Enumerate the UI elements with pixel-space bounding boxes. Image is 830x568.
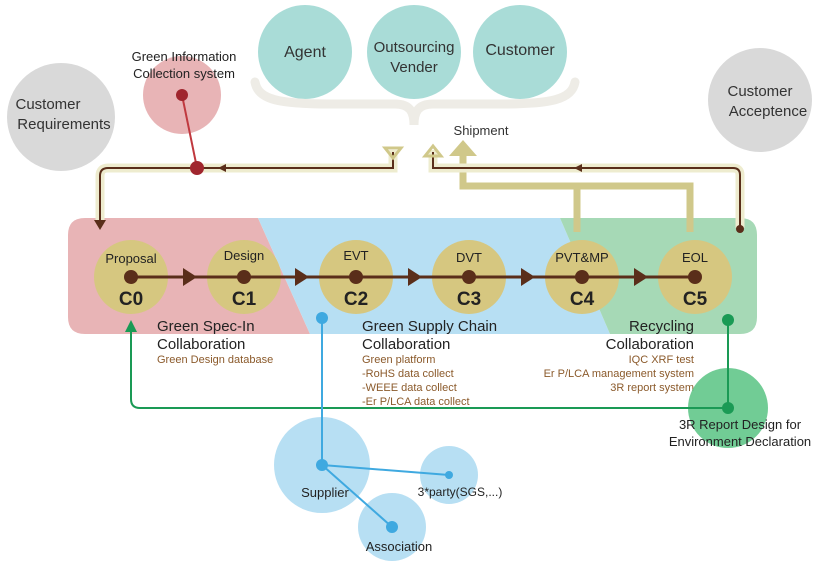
- agent-circle: [258, 5, 352, 99]
- stage-code-c5: C5: [683, 289, 708, 310]
- stage-code-c4: C4: [570, 289, 595, 310]
- feedback-loop-left: [99, 152, 394, 222]
- customer-acceptence-line2: Acceptence: [729, 103, 807, 120]
- report-feedback-arrowhead: [125, 320, 137, 332]
- stage-name-c4: PVT&MP: [555, 250, 608, 265]
- third-party-dot: [445, 471, 453, 479]
- feedback-loop-right: [432, 152, 741, 228]
- feedback-mid-arrow-right: [574, 164, 582, 172]
- info-system-connector: [181, 94, 198, 169]
- flow-arrow-c1-c2: [295, 268, 309, 286]
- info-system-dot: [176, 89, 188, 101]
- recycling-title-line2: Collaboration: [606, 336, 694, 353]
- info-system-junction-dot: [190, 161, 204, 175]
- report-design-line1: 3R Report Design for: [679, 417, 802, 432]
- feedback-start-dot: [736, 225, 744, 233]
- shipment-brace: [250, 77, 580, 126]
- flow-arrowheads: [183, 268, 648, 286]
- third-party-label: 3*party(SGS,...): [418, 485, 503, 499]
- association-dot: [386, 521, 398, 533]
- supplier-top-dot: [316, 312, 328, 324]
- flow-arrow-c2-c3: [408, 268, 422, 286]
- stage-name-c0: Proposal: [105, 251, 156, 266]
- stage-dots: [124, 270, 702, 284]
- supply-chain-note-0: Green platform: [362, 354, 435, 366]
- stage-dot-c2: [349, 270, 363, 284]
- report-feedback-line: [130, 330, 728, 409]
- stage-code-c2: C2: [344, 289, 368, 310]
- flow-arrow-c3-c4: [521, 268, 535, 286]
- report-design-top-dot: [722, 314, 734, 326]
- stage-name-c3: DVT: [456, 250, 482, 265]
- report-design-line2: Environment Declaration: [669, 434, 811, 449]
- customer-label: Customer: [485, 42, 555, 59]
- association-label: Association: [366, 539, 432, 554]
- customer-acceptence-line1: Customer: [727, 83, 792, 100]
- supplier-dot: [316, 459, 328, 471]
- customer-requirements-line1: Customer: [15, 96, 80, 113]
- stage-dot-c0: [124, 270, 138, 284]
- supply-chain-title-line2: Collaboration: [362, 336, 450, 353]
- third-party-link: [321, 464, 450, 476]
- shipment-arrowhead: [449, 140, 477, 156]
- stage-name-c5: EOL: [682, 250, 708, 265]
- stage-dot-c3: [462, 270, 476, 284]
- feedback-loop-left-glow: [95, 150, 398, 222]
- flow-arrow-c4-c5: [634, 268, 648, 286]
- recycling-title-line1: Recycling: [629, 318, 694, 335]
- stage-code-c0: C0: [119, 289, 143, 310]
- supply-chain-title-line1: Green Supply Chain: [362, 318, 497, 335]
- agent-label: Agent: [284, 44, 326, 61]
- recycling-note-0: IQC XRF test: [629, 354, 694, 366]
- customer-requirements-line2: Requirements: [17, 116, 110, 133]
- customer-circle: [473, 5, 567, 99]
- green-info-line1: Green Information: [132, 49, 237, 64]
- stage-dot-c5: [688, 270, 702, 284]
- stage-dot-c4: [575, 270, 589, 284]
- stage-name-c1: Design: [224, 248, 264, 263]
- outsourcing-label-line1: Outsourcing: [374, 39, 455, 56]
- shipment-label: Shipment: [454, 123, 509, 138]
- green-spec-title-line1: Green Spec-In: [157, 318, 255, 335]
- outsourcing-vender-circle: [367, 5, 461, 99]
- stage-code-c1: C1: [232, 289, 257, 310]
- feedback-arrowhead-c0: [94, 220, 106, 230]
- recycling-note-1: Er P/LCA management system: [544, 368, 694, 380]
- customer-acceptence-circle: [708, 48, 812, 152]
- feedback-arrowhead-up: [421, 143, 445, 158]
- shipment-arrow-c5: [577, 182, 694, 232]
- stage-code-c3: C3: [457, 289, 481, 310]
- customer-requirements-circle: [7, 63, 115, 171]
- stage-dot-c1: [237, 270, 251, 284]
- flow-arrow-c0-c1: [183, 268, 197, 286]
- green-spec-note-0: Green Design database: [157, 354, 273, 366]
- feedback-mid-arrow-left: [218, 164, 226, 172]
- green-spec-title-line2: Collaboration: [157, 336, 245, 353]
- outsourcing-label-line2: Vender: [390, 59, 438, 76]
- supply-chain-note-1: -RoHS data collect: [362, 368, 454, 380]
- supplier-label: Supplier: [301, 485, 349, 500]
- green-info-line2: Collection system: [133, 66, 235, 81]
- feedback-arrowhead-down: [381, 146, 405, 161]
- stage-name-c2: EVT: [343, 248, 368, 263]
- supply-chain-note-3: -Er P/LCA data collect: [362, 396, 470, 408]
- association-link: [321, 464, 393, 528]
- supply-chain-note-2: -WEEE data collect: [362, 382, 457, 394]
- recycling-note-2: 3R report system: [610, 382, 694, 394]
